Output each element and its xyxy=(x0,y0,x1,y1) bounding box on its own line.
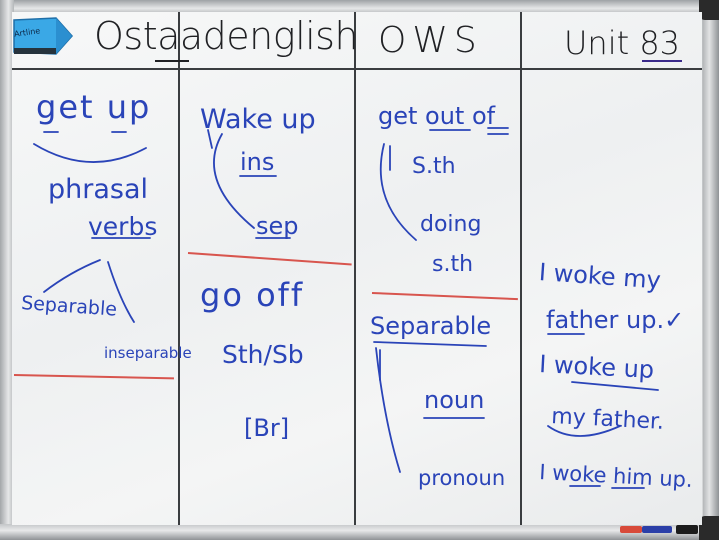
col1-term-line2: verbs xyxy=(88,212,158,241)
col1-term-line1: phrasal xyxy=(48,174,149,205)
red-divider xyxy=(13,374,174,380)
col3-term: Separable xyxy=(370,312,492,340)
column-divider xyxy=(178,12,180,525)
col2-branch-sep: sep xyxy=(256,212,299,240)
col2-example-tag: [Br] xyxy=(244,414,290,442)
col3-phrase: get out of xyxy=(378,102,496,130)
course-title: OWS xyxy=(378,20,483,61)
col4-example1-line2: father up.✓ xyxy=(546,306,685,334)
frame-bottom xyxy=(0,524,719,540)
column-divider xyxy=(354,12,356,525)
col3-branch-doing-line1: doing xyxy=(420,212,482,237)
col3-object-noun: noun xyxy=(424,386,485,414)
col4-example2-line1: I woke up xyxy=(538,350,655,384)
col3-object-pronoun: pronoun xyxy=(418,466,506,490)
brand-title: Ostaadenglish xyxy=(94,14,359,58)
frame-top xyxy=(0,0,719,14)
brand-underline xyxy=(155,60,189,62)
header-divider xyxy=(12,68,702,70)
col2-example: go off xyxy=(200,276,305,314)
frame-left xyxy=(0,0,14,540)
col2-phrase: Wake up xyxy=(200,104,316,135)
col2-branch-ins: ins xyxy=(240,148,275,176)
column-divider xyxy=(520,12,522,525)
col1-phrase: get up xyxy=(36,88,152,126)
red-divider xyxy=(371,292,518,301)
frame-right xyxy=(703,0,719,540)
marker-tray-icon xyxy=(620,525,698,534)
col3-branch-doing-line2: s.th xyxy=(432,252,474,277)
board-corner-cap xyxy=(699,516,719,540)
col2-example-object: Sth/Sb xyxy=(222,340,304,369)
unit-underline xyxy=(642,60,682,62)
red-divider xyxy=(187,252,352,266)
eraser-icon xyxy=(13,17,74,55)
col1-branch-right: inseparable xyxy=(104,344,192,362)
col3-branch-sth: S.th xyxy=(412,154,456,179)
unit-title: Unit 83 xyxy=(564,24,681,62)
board-corner-cap xyxy=(699,0,719,20)
